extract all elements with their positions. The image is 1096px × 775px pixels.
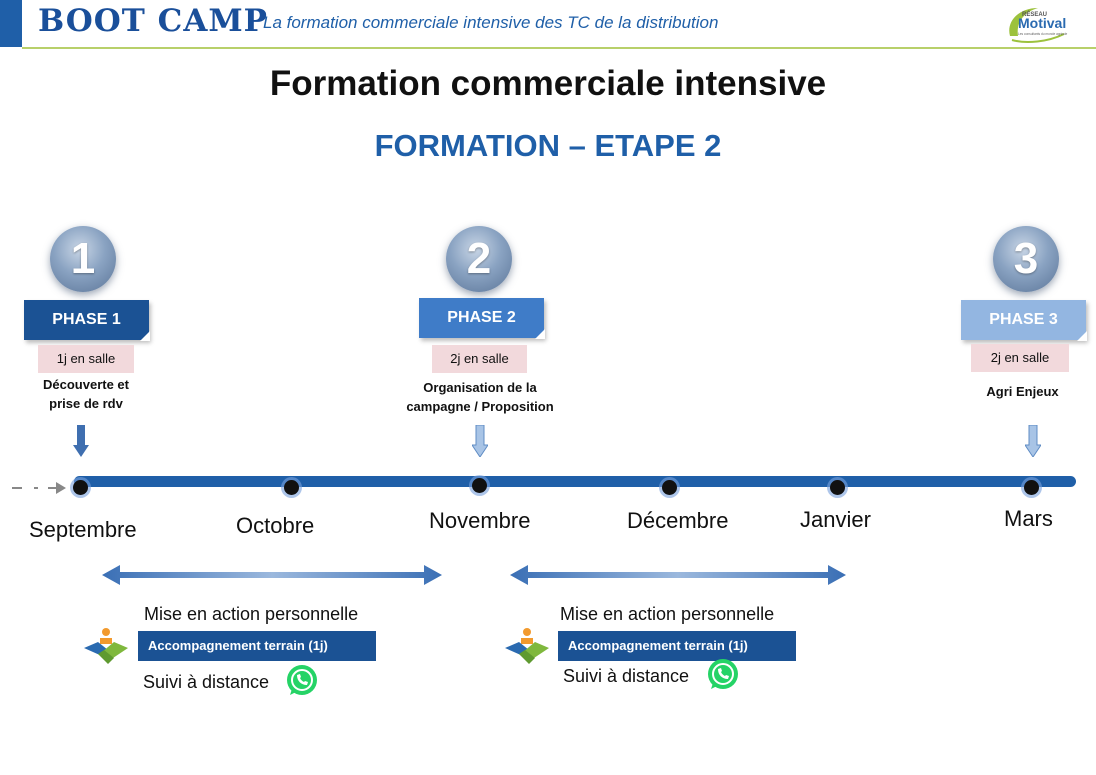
phase-1-desc-line2: prise de rdv — [49, 396, 123, 411]
timeline-dot — [472, 478, 487, 493]
phase-2-description: Organisation de la campagne / Propositio… — [380, 378, 580, 416]
phase-1-duration: 1j en salle — [38, 345, 134, 373]
phase-number-1: 1 — [50, 226, 116, 292]
double-arrow-icon — [102, 565, 442, 585]
month-label: Septembre — [29, 517, 137, 542]
phase-2-label: PHASE 2 — [419, 298, 544, 338]
gray-arrow-icon — [12, 482, 66, 494]
month-label: Mars — [1004, 506, 1053, 531]
header-divider — [22, 47, 1096, 49]
accompagnement-bar-2: Accompagnement terrain (1j) — [558, 631, 796, 661]
phase-3-description: Agri Enjeux — [950, 382, 1095, 401]
phase-2-desc-line1: Organisation de la — [423, 380, 537, 395]
timeline-bar — [74, 476, 1076, 487]
action-title-2: Mise en action personnelle — [560, 604, 775, 624]
handshake-icon — [505, 628, 549, 664]
motival-logo: RÉSEAU Motival Les consultants du monde … — [1009, 8, 1067, 43]
accompagnement-bar-1: Accompagnement terrain (1j) — [138, 631, 376, 661]
whatsapp-icon — [708, 659, 738, 689]
motival-logo-top: RÉSEAU — [1022, 10, 1047, 18]
phase-1-description: Découverte et prise de rdv — [18, 375, 154, 413]
phase-3-desc-line1: Agri Enjeux — [986, 384, 1059, 399]
header-accent — [0, 0, 22, 47]
whatsapp-icon — [287, 665, 317, 695]
phase-1-label: PHASE 1 — [24, 300, 149, 340]
phase-3-duration: 2j en salle — [971, 344, 1069, 372]
phase-1-desc-line1: Découverte et — [43, 377, 129, 392]
page-title: Formation commerciale intensive — [269, 64, 827, 103]
timeline-dot — [662, 480, 677, 495]
month-label: Octobre — [236, 513, 315, 538]
suivi-text-1: Suivi à distance — [143, 672, 270, 692]
header-bar — [0, 0, 1096, 48]
month-label: Janvier — [800, 507, 871, 532]
phase-number-3: 3 — [993, 226, 1059, 292]
timeline-dot — [73, 480, 88, 495]
motival-logo-sub: Les consultants du monde agricole — [1018, 32, 1067, 36]
month-label: Novembre — [429, 508, 531, 533]
phase-2-duration: 2j en salle — [432, 345, 527, 373]
month-label: Décembre — [627, 508, 729, 533]
down-arrow-icon — [1025, 425, 1041, 457]
suivi-text-2: Suivi à distance — [563, 666, 690, 686]
double-arrow-icon — [510, 565, 846, 585]
handshake-icon — [84, 628, 128, 664]
phase-2-desc-line2: campagne / Proposition — [406, 399, 554, 414]
action-title-1: Mise en action personnelle — [144, 604, 359, 624]
phase-number-2: 2 — [446, 226, 512, 292]
timeline-dot — [284, 480, 299, 495]
bootcamp-logo: BOOT CAMP — [38, 3, 268, 39]
phase-3-label: PHASE 3 — [961, 300, 1086, 340]
timeline-dot — [830, 480, 845, 495]
down-arrow-icon — [472, 425, 488, 457]
down-arrow-icon — [73, 425, 89, 457]
motival-logo-name: Motival — [1018, 15, 1066, 31]
page-subtitle: FORMATION – ETAPE 2 — [374, 128, 722, 163]
header-tagline: La formation commerciale intensive des T… — [263, 13, 719, 32]
timeline-dot — [1024, 480, 1039, 495]
